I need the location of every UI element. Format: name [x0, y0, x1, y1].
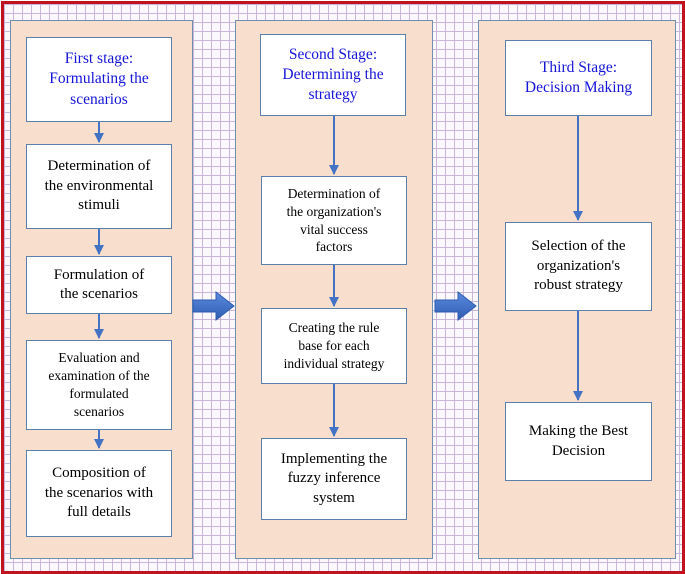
- stage-1-title: First stage: Formulating the scenarios: [26, 37, 172, 122]
- block-arrow-stage-1-to-2: [192, 290, 235, 322]
- stage-2-step-1: Determination of the organization's vita…: [261, 176, 407, 265]
- block-arrow-stage-2-to-3: [434, 290, 477, 322]
- stage-1-step-3: Evaluation and examination of the formul…: [26, 340, 172, 430]
- stage-2-step-3: Implementing the fuzzy inference system: [261, 438, 407, 520]
- stage-1-step-1: Determination of the environmental stimu…: [26, 144, 172, 229]
- stage-2-step-2: Creating the rule base for each individu…: [261, 308, 407, 384]
- stage-3-step-2: Making the Best Decision: [505, 402, 652, 481]
- stage-3-title: Third Stage: Decision Making: [505, 40, 652, 116]
- stage-1-step-4: Composition of the scenarios with full d…: [26, 450, 172, 537]
- stage-2-title: Second Stage: Determining the strategy: [260, 34, 406, 116]
- stage-3-step-1: Selection of the organization's robust s…: [505, 222, 652, 311]
- stage-1-step-2: Formulation of the scenarios: [26, 256, 172, 314]
